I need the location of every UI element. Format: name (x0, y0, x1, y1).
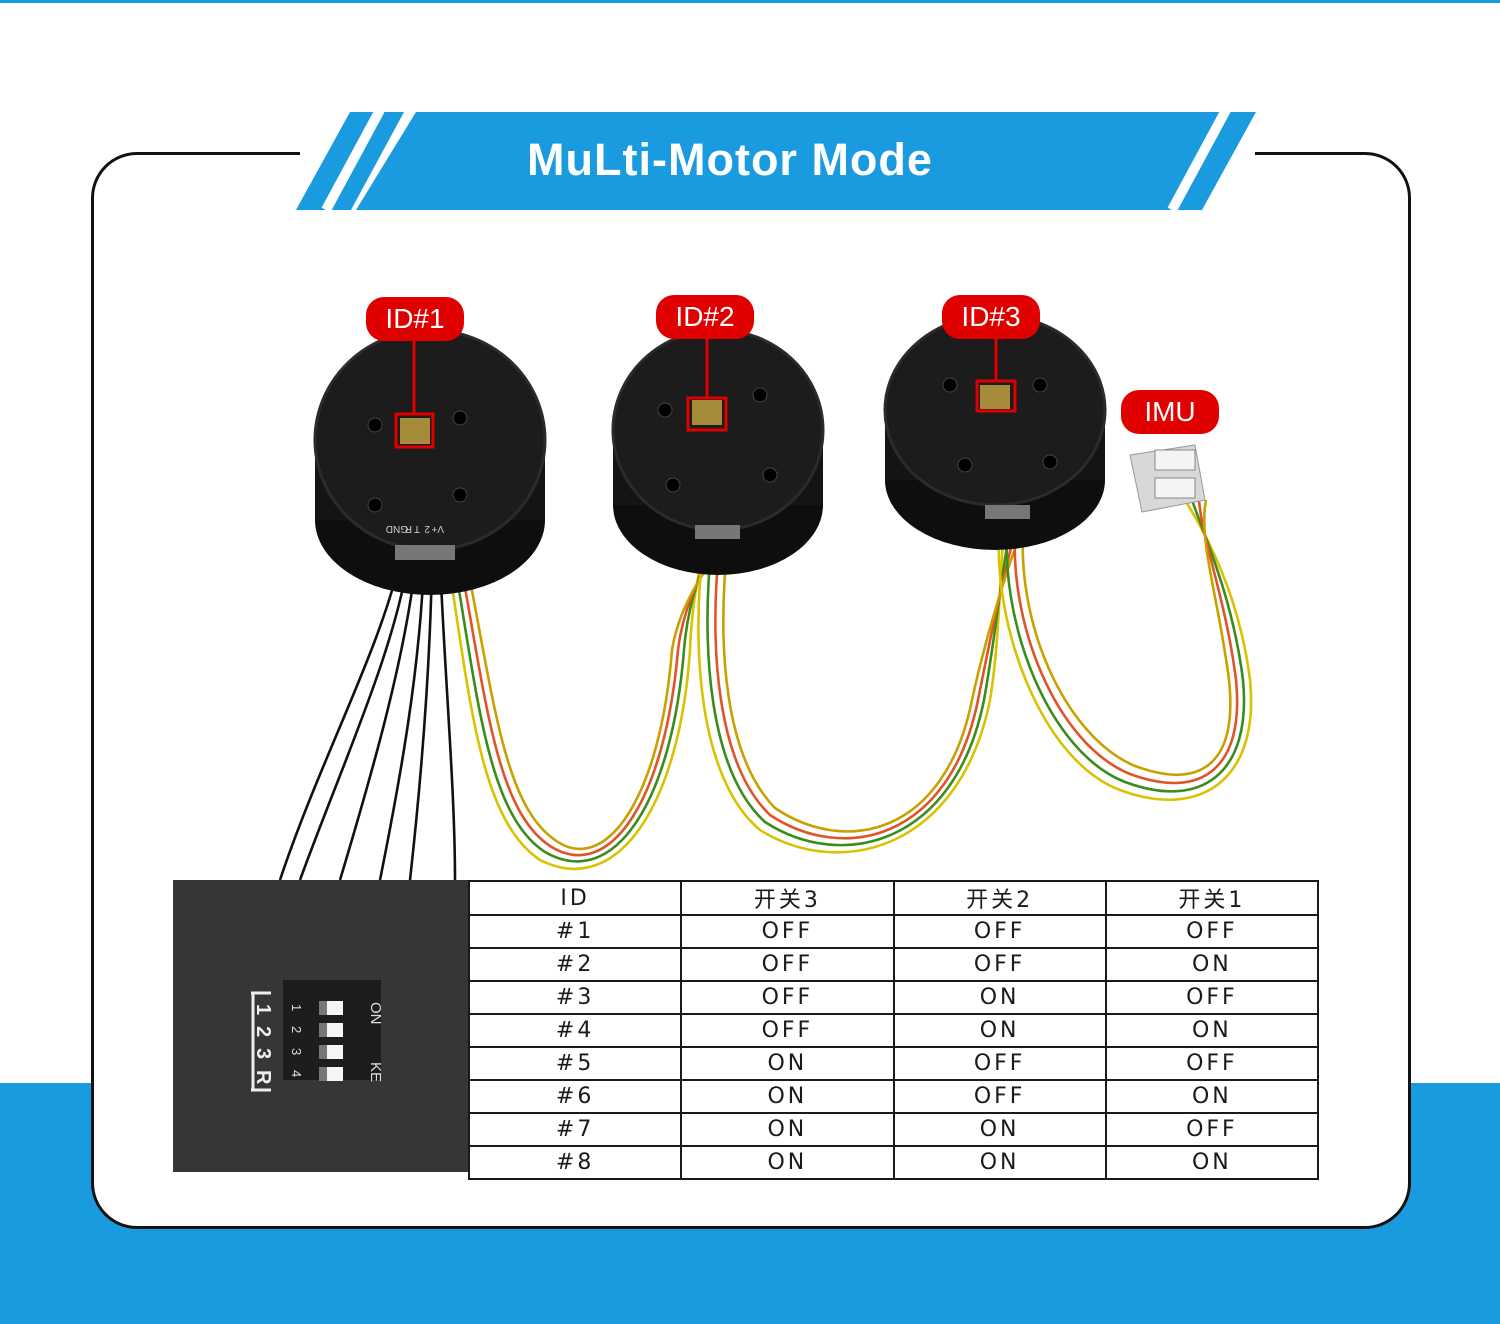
cell-switch3: ON (680, 1112, 895, 1147)
header-switch1: 开关1 (1104, 880, 1320, 916)
cell-switch3: ON (680, 1079, 895, 1114)
cell-switch1: OFF (1104, 1046, 1320, 1081)
dip-switch-photo: 1 2 3 R 1 2 3 4 ON KE (173, 880, 468, 1172)
dip-ke-label: KE (367, 1062, 384, 1082)
cell-switch1: OFF (1104, 1112, 1320, 1147)
top-accent-line (0, 0, 1500, 3)
id1-tag: ID#1 (366, 297, 464, 341)
motor1-label-t: T (414, 523, 420, 534)
cell-switch3: OFF (680, 980, 895, 1015)
table-row: #7 ON ON OFF (467, 1112, 1320, 1147)
cell-id: #4 (467, 1013, 683, 1048)
cell-switch2: ON (892, 1013, 1107, 1048)
header-switch2: 开关2 (892, 880, 1107, 916)
imu-tag: IMU (1121, 390, 1219, 434)
cell-switch3: ON (680, 1046, 895, 1081)
cell-switch1: ON (1104, 1145, 1320, 1180)
cell-id: #8 (467, 1145, 683, 1180)
imu-board (1129, 444, 1206, 513)
table-row: #3 OFF ON OFF (467, 980, 1320, 1015)
table-row: #5 ON OFF OFF (467, 1046, 1320, 1081)
cell-switch2: OFF (892, 1079, 1107, 1114)
wiring-harness (278, 499, 1253, 881)
table-row: #2 OFF OFF ON (467, 947, 1320, 982)
banner-stripe-gap-right (1167, 110, 1231, 213)
cell-switch3: OFF (680, 1013, 895, 1048)
id2-tag: ID#2 (656, 295, 754, 339)
motor1-label-2: 2 (424, 523, 430, 534)
table-row: #1 OFF OFF OFF (467, 914, 1320, 949)
banner-title: MuLti-Motor Mode (527, 134, 933, 185)
callout-frames (394, 338, 1017, 449)
dip-sw-1: 1 (289, 1004, 304, 1011)
table-row: #6 ON OFF ON (467, 1079, 1320, 1114)
dip-num-2: 2 (252, 1026, 274, 1037)
dip-sw-2: 2 (289, 1026, 304, 1033)
dip-on-label: ON (367, 1002, 384, 1025)
table-row: #4 OFF ON ON (467, 1013, 1320, 1048)
motor1-label-gnd: GND (386, 523, 408, 534)
title-banner (296, 110, 1256, 213)
cell-switch2: ON (892, 980, 1107, 1015)
cell-switch1: ON (1104, 1079, 1320, 1114)
motor-1 (313, 328, 547, 595)
cell-switch2: ON (892, 1145, 1107, 1180)
cell-id: #1 (467, 914, 683, 949)
cell-switch3: OFF (680, 947, 895, 982)
table-header-row: ID 开关3 开关2 开关1 (467, 880, 1320, 916)
cell-switch2: OFF (892, 914, 1107, 949)
dip-num-3: 3 (252, 1048, 274, 1059)
cell-switch1: ON (1104, 1013, 1320, 1048)
dip-sw-4: 4 (289, 1070, 304, 1077)
dip-sw-3: 3 (289, 1048, 304, 1055)
cell-switch1: OFF (1104, 914, 1320, 949)
cell-id: #6 (467, 1079, 683, 1114)
cell-id: #3 (467, 980, 683, 1015)
table-row: #8 ON ON ON (467, 1145, 1320, 1180)
cell-switch3: OFF (680, 914, 895, 949)
motor1-label-v: V+ (431, 523, 444, 534)
dip-num-1: 1 (252, 1004, 274, 1015)
cell-id: #5 (467, 1046, 683, 1081)
cell-id: #2 (467, 947, 683, 982)
banner-body (356, 112, 1236, 210)
id3-tag: ID#3 (942, 295, 1040, 339)
cell-switch2: OFF (892, 1046, 1107, 1081)
cell-switch2: ON (892, 1112, 1107, 1147)
cell-switch1: OFF (1104, 980, 1320, 1015)
dip-switch-graphic: 1 2 3 R 1 2 3 4 ON KE (251, 980, 384, 1092)
header-switch3: 开关3 (680, 880, 895, 916)
header-id: ID (467, 880, 683, 916)
motor1-label-r: R (405, 523, 412, 534)
dip-num-r: R (252, 1070, 274, 1085)
dip-config-table: ID 开关3 开关2 开关1 #1 OFF OFF OFF #2 OFF OFF… (467, 880, 1320, 1180)
cell-switch3: ON (680, 1145, 895, 1180)
cell-switch2: OFF (892, 947, 1107, 982)
banner-stripe-gap-left (321, 110, 385, 213)
cell-switch1: ON (1104, 947, 1320, 982)
cell-id: #7 (467, 1112, 683, 1147)
